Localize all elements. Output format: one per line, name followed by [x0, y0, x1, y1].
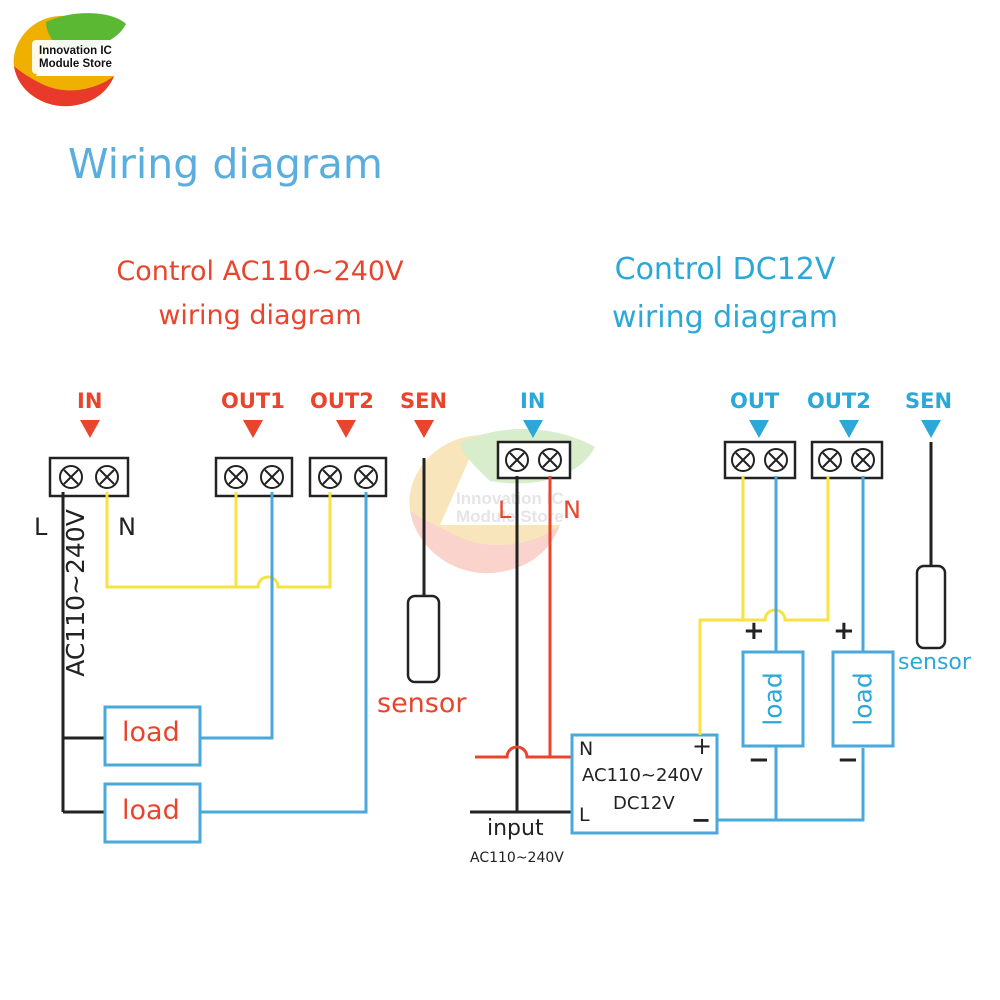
ac-in-arrow-icon	[80, 420, 100, 438]
dc-out2-label: OUT2	[807, 389, 871, 413]
ac-heading-line2: wiring diagram	[158, 300, 362, 331]
dc-negative-wire	[717, 476, 865, 822]
ac-in-label: IN	[77, 389, 103, 413]
dc-load1-plus: +	[743, 616, 765, 646]
psu-minus-label: −	[691, 806, 712, 834]
dc-load2-minus: −	[837, 745, 859, 775]
dc-load1-minus: −	[748, 745, 770, 775]
dc-heading-line1: Control DC12V	[614, 252, 836, 287]
ac-n-label: N	[118, 513, 136, 541]
ac-neutral-wire	[105, 492, 332, 589]
dc-l-label: L	[498, 496, 512, 524]
watermark-text-line2: Module Store	[456, 507, 564, 526]
ac-out2-label: OUT2	[310, 389, 374, 413]
ac-out1-terminal-block	[214, 456, 294, 498]
dc-input-label: input	[487, 816, 544, 841]
logo-text-line1: Innovation IC	[39, 45, 112, 57]
dc-sensor-label: sensor	[898, 650, 971, 675]
dc-heading-line2: wiring diagram	[612, 300, 838, 335]
ac-load2-box	[103, 782, 202, 844]
dc-live-wire	[470, 476, 572, 814]
dc-in-arrow-icon	[523, 420, 543, 438]
ac-out2-terminal-block	[308, 456, 388, 498]
ac-load1-box	[103, 705, 202, 767]
dc-out-terminal-block	[723, 440, 797, 480]
dc-power-supply-box	[570, 733, 719, 835]
ac-out2-arrow-icon	[336, 420, 356, 438]
watermark-text-line1: Innovation IC	[456, 489, 564, 508]
logo-leaf-icon	[13, 13, 126, 107]
dc-in-terminal-block	[496, 440, 572, 480]
dc-load2-plus: +	[833, 616, 855, 646]
dc-load2-box	[831, 650, 895, 748]
dc-out-arrow-icon	[749, 420, 769, 438]
ac-live-wire	[61, 492, 105, 814]
ac-sen-arrow-icon	[414, 420, 434, 438]
ac-in-terminal-block	[48, 456, 130, 498]
dc-sen-arrow-icon	[921, 420, 941, 438]
logo-text-line2: Module Store	[39, 58, 112, 70]
ac-load2-label: load	[122, 795, 180, 826]
dc-load1-label: load	[758, 672, 788, 726]
dc-out-label: OUT	[730, 389, 780, 413]
ac-out1-label: OUT1	[221, 389, 285, 413]
ac-supply-voltage-label: AC110~240V	[61, 509, 90, 677]
dc-in-label: IN	[520, 389, 546, 413]
dc-n-label: N	[563, 496, 581, 524]
page-title: Wiring diagram	[68, 140, 383, 188]
dc-sensor-probe-icon	[915, 564, 947, 650]
store-logo: Innovation IC Module Store	[6, 4, 131, 116]
psu-output-voltage: DC12V	[613, 793, 675, 814]
ac-load1-label: load	[122, 717, 180, 748]
psu-plus-label: +	[692, 732, 713, 760]
dc-load1-box	[741, 650, 805, 748]
ac-l-label: L	[34, 513, 48, 541]
ac-heading-line1: Control AC110~240V	[116, 256, 404, 287]
ac-sensor-probe-icon	[406, 594, 441, 684]
dc-load2-label: load	[848, 672, 878, 726]
ac-output-wires	[200, 492, 368, 814]
ac-sen-label: SEN	[400, 389, 448, 413]
psu-l-label: L	[579, 804, 590, 826]
ac-out1-arrow-icon	[243, 420, 263, 438]
psu-n-label: N	[579, 738, 594, 760]
ac-sensor-label: sensor	[377, 688, 467, 719]
dc-out2-arrow-icon	[839, 420, 859, 438]
dc-diagram-heading: Control DC12V wiring diagram	[590, 246, 860, 342]
dc-sen-label: SEN	[905, 389, 953, 413]
dc-neutral-wire	[475, 476, 572, 759]
psu-input-voltage: AC110~240V	[582, 765, 703, 786]
ac-diagram-heading: Control AC110~240V wiring diagram	[100, 250, 420, 338]
dc-input-voltage-label: AC110~240V	[470, 850, 564, 866]
dc-out2-terminal-block	[810, 440, 884, 480]
